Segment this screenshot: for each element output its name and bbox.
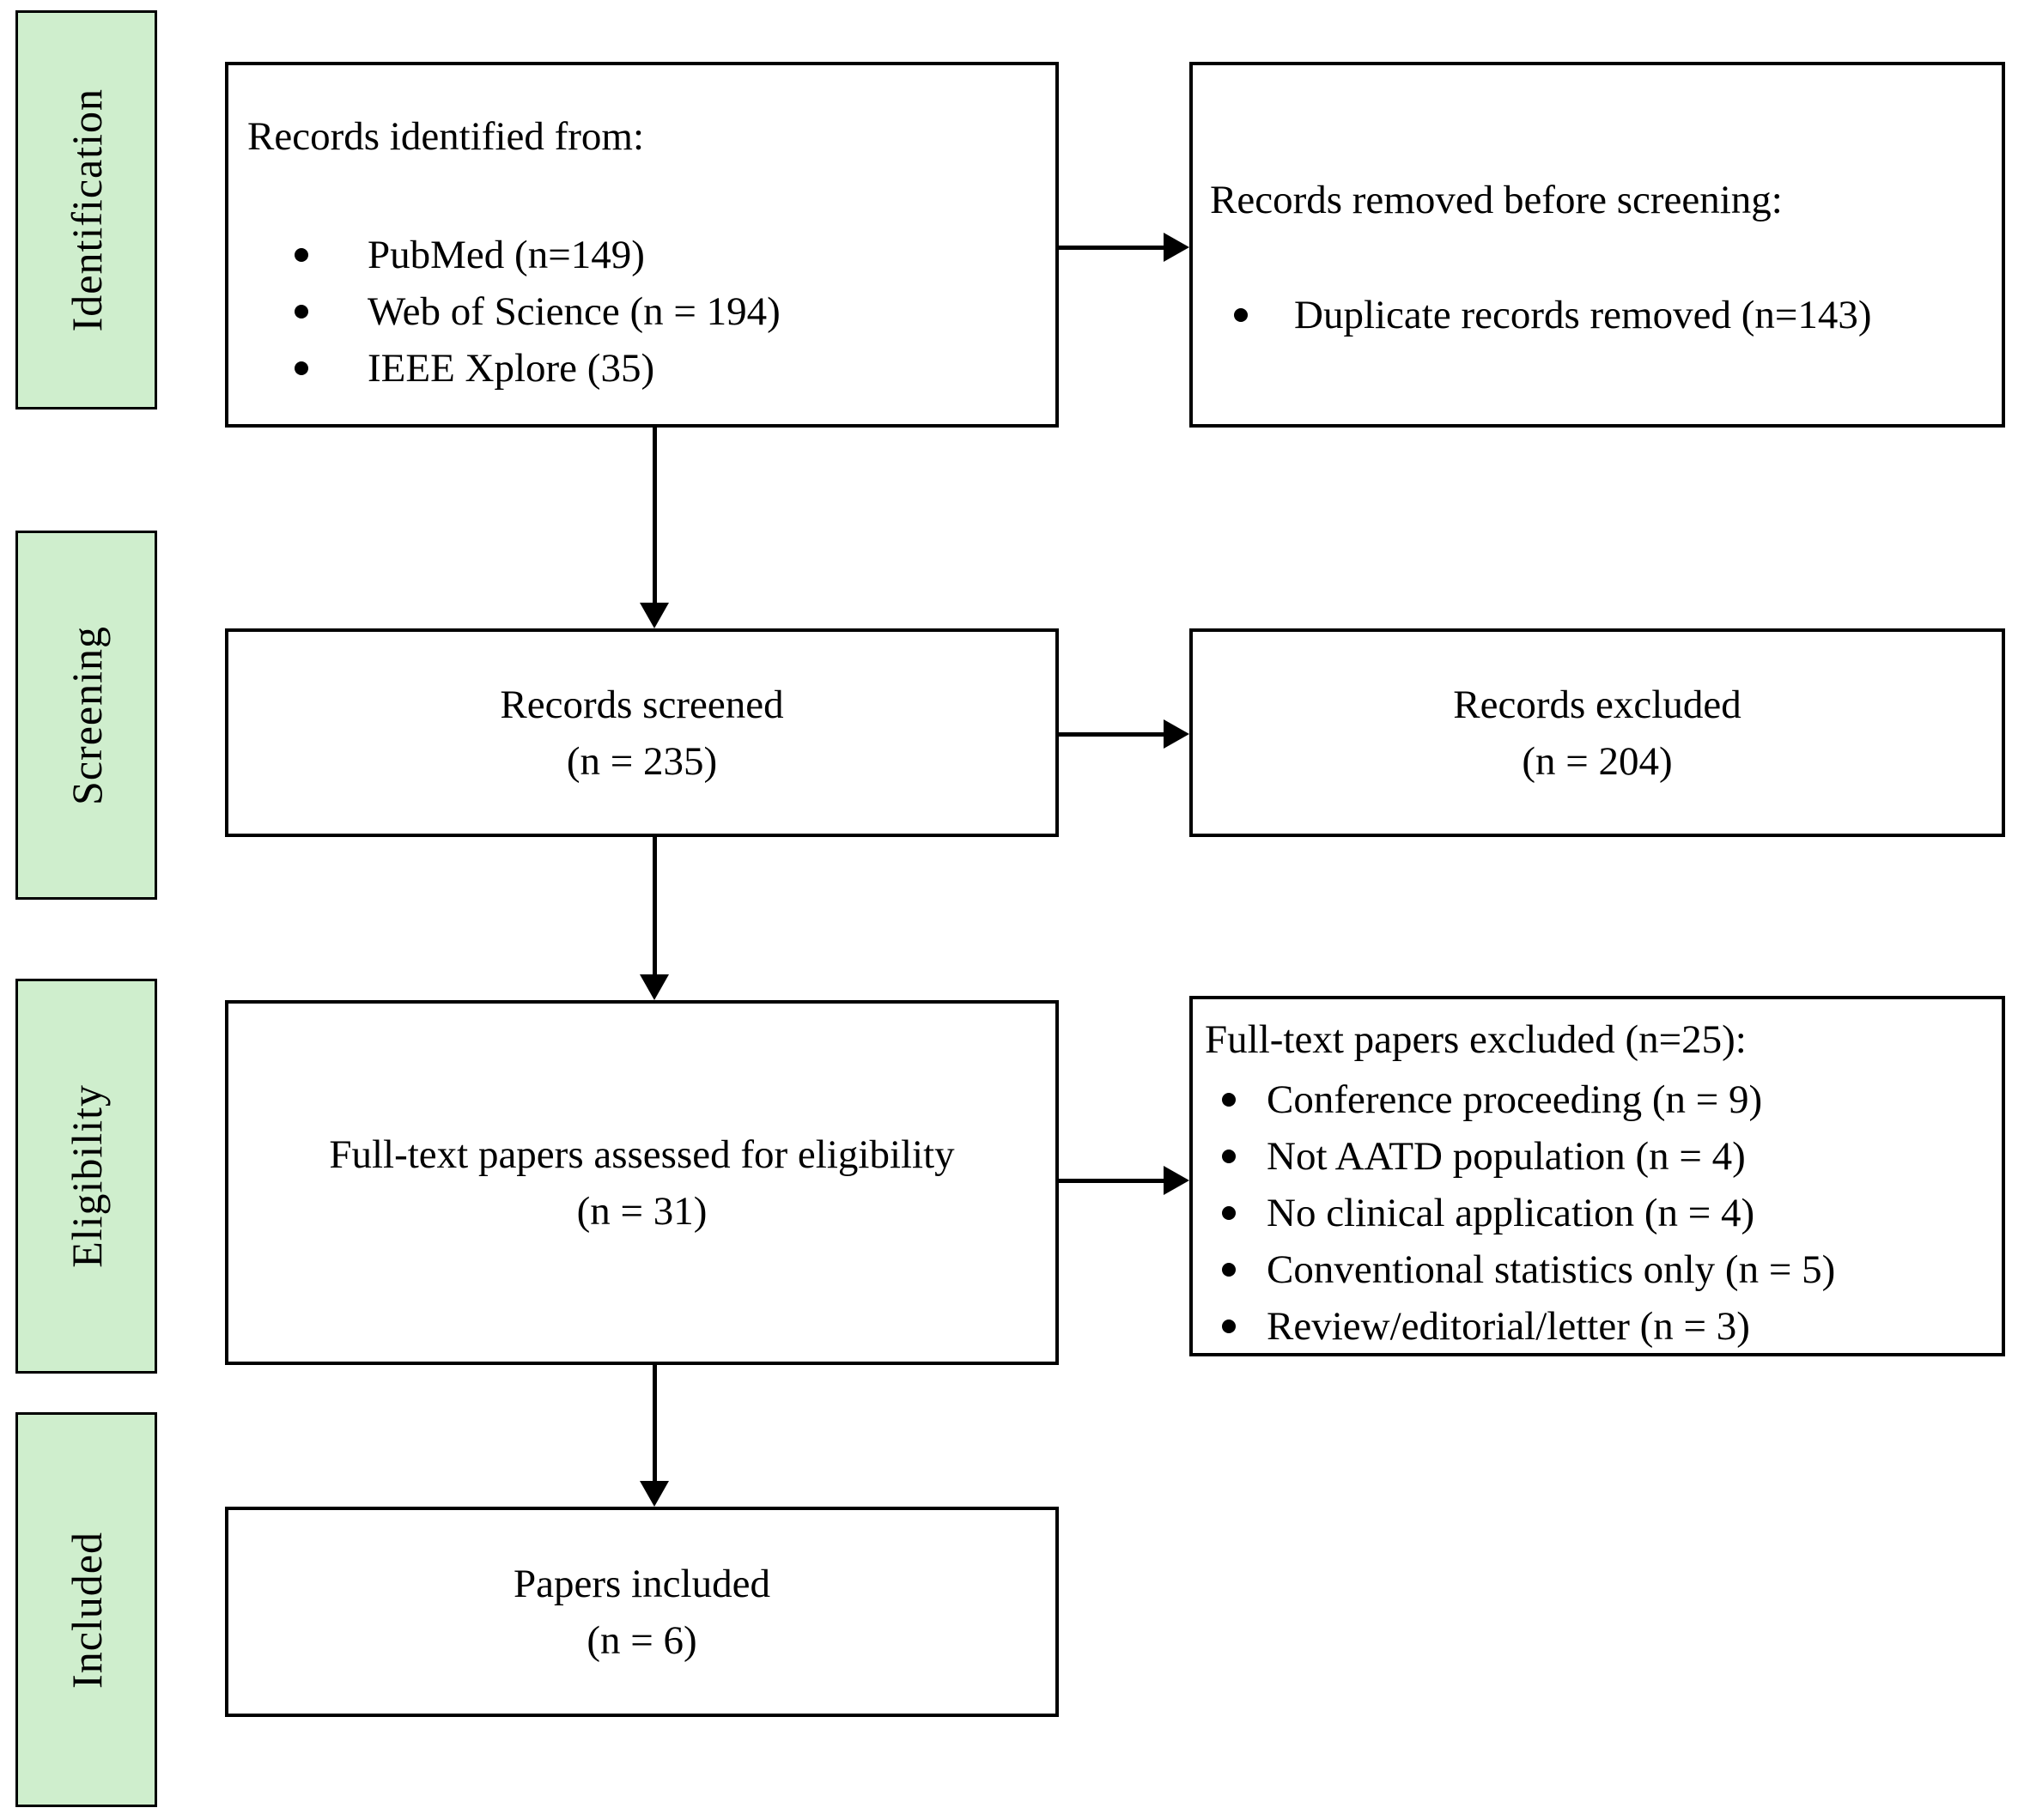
box-records-excluded-line2: (n = 204) <box>1522 738 1673 784</box>
list-item: Conference proceeding (n = 9) <box>1205 1071 1986 1128</box>
box-records-screened-line2: (n = 235) <box>566 738 718 784</box>
arrow-screened-to-assessed-head-icon <box>640 974 669 1000</box>
box-records-identified: Records identified from: PubMed (n=149) … <box>225 62 1059 428</box>
box-fulltext-excluded: Full-text papers excluded (n=25): Confer… <box>1189 996 2005 1356</box>
box-records-excluded: Records excluded (n = 204) <box>1189 628 2005 837</box>
box-records-removed-list: Duplicate records removed (n=143) <box>1210 287 1985 343</box>
arrow-assessed-to-included-head-icon <box>640 1481 669 1507</box>
arrow-assessed-to-ftexcluded-head-icon <box>1164 1166 1189 1195</box>
stage-eligibility-label: Eligibility <box>62 1084 111 1268</box>
list-item: Duplicate records removed (n=143) <box>1210 287 1985 343</box>
box-records-excluded-line1: Records excluded <box>1453 682 1741 727</box>
arrow-screened-to-assessed-line <box>653 837 657 976</box>
box-fulltext-assessed-line2: (n = 31) <box>576 1188 708 1234</box>
box-papers-included: Papers included (n = 6) <box>225 1507 1059 1717</box>
stage-identification-label: Identification <box>62 88 111 332</box>
stage-screening-label: Screening <box>62 625 111 805</box>
list-item: Review/editorial/letter (n = 3) <box>1205 1298 1986 1355</box>
stage-identification: Identification <box>15 10 157 410</box>
list-item: PubMed (n=149) <box>247 227 1034 283</box>
box-records-removed: Records removed before screening: Duplic… <box>1189 62 2005 428</box>
arrow-assessed-to-included-line <box>653 1365 657 1483</box>
box-fulltext-assessed-line1: Full-text papers assessed for eligibilit… <box>329 1131 955 1177</box>
list-item: Web of Science (n = 194) <box>247 283 1034 340</box>
box-fulltext-excluded-list: Conference proceeding (n = 9) Not AATD p… <box>1205 1071 1986 1355</box>
list-item: Not AATD population (n = 4) <box>1205 1128 1986 1185</box>
stage-eligibility: Eligibility <box>15 979 157 1374</box>
box-papers-included-line2: (n = 6) <box>587 1617 697 1663</box>
box-fulltext-excluded-title: Full-text papers excluded (n=25): <box>1205 1017 1747 1062</box>
arrow-identified-to-screened-head-icon <box>640 603 669 628</box>
box-fulltext-assessed: Full-text papers assessed for eligibilit… <box>225 1000 1059 1365</box>
stage-screening: Screening <box>15 531 157 900</box>
arrow-identified-to-screened-line <box>653 428 657 604</box>
arrow-assessed-to-ftexcluded-line <box>1059 1179 1165 1183</box>
arrow-screened-to-excluded-line <box>1059 732 1165 737</box>
arrow-screened-to-excluded-head-icon <box>1164 719 1189 749</box>
list-item: Conventional statistics only (n = 5) <box>1205 1241 1986 1298</box>
list-item: No clinical application (n = 4) <box>1205 1185 1986 1241</box>
box-records-screened: Records screened (n = 235) <box>225 628 1059 837</box>
arrow-identified-to-removed-line <box>1059 246 1165 250</box>
stage-included: Included <box>15 1412 157 1807</box>
box-records-identified-title: Records identified from: <box>247 114 645 159</box>
list-item: IEEE Xplore (35) <box>247 340 1034 397</box>
box-records-identified-list: PubMed (n=149) Web of Science (n = 194) … <box>247 227 1034 397</box>
box-papers-included-line1: Papers included <box>514 1561 770 1606</box>
arrow-identified-to-removed-head-icon <box>1164 233 1189 262</box>
box-records-removed-title: Records removed before screening: <box>1210 178 1783 222</box>
box-records-screened-line1: Records screened <box>500 682 784 727</box>
stage-included-label: Included <box>62 1531 111 1689</box>
